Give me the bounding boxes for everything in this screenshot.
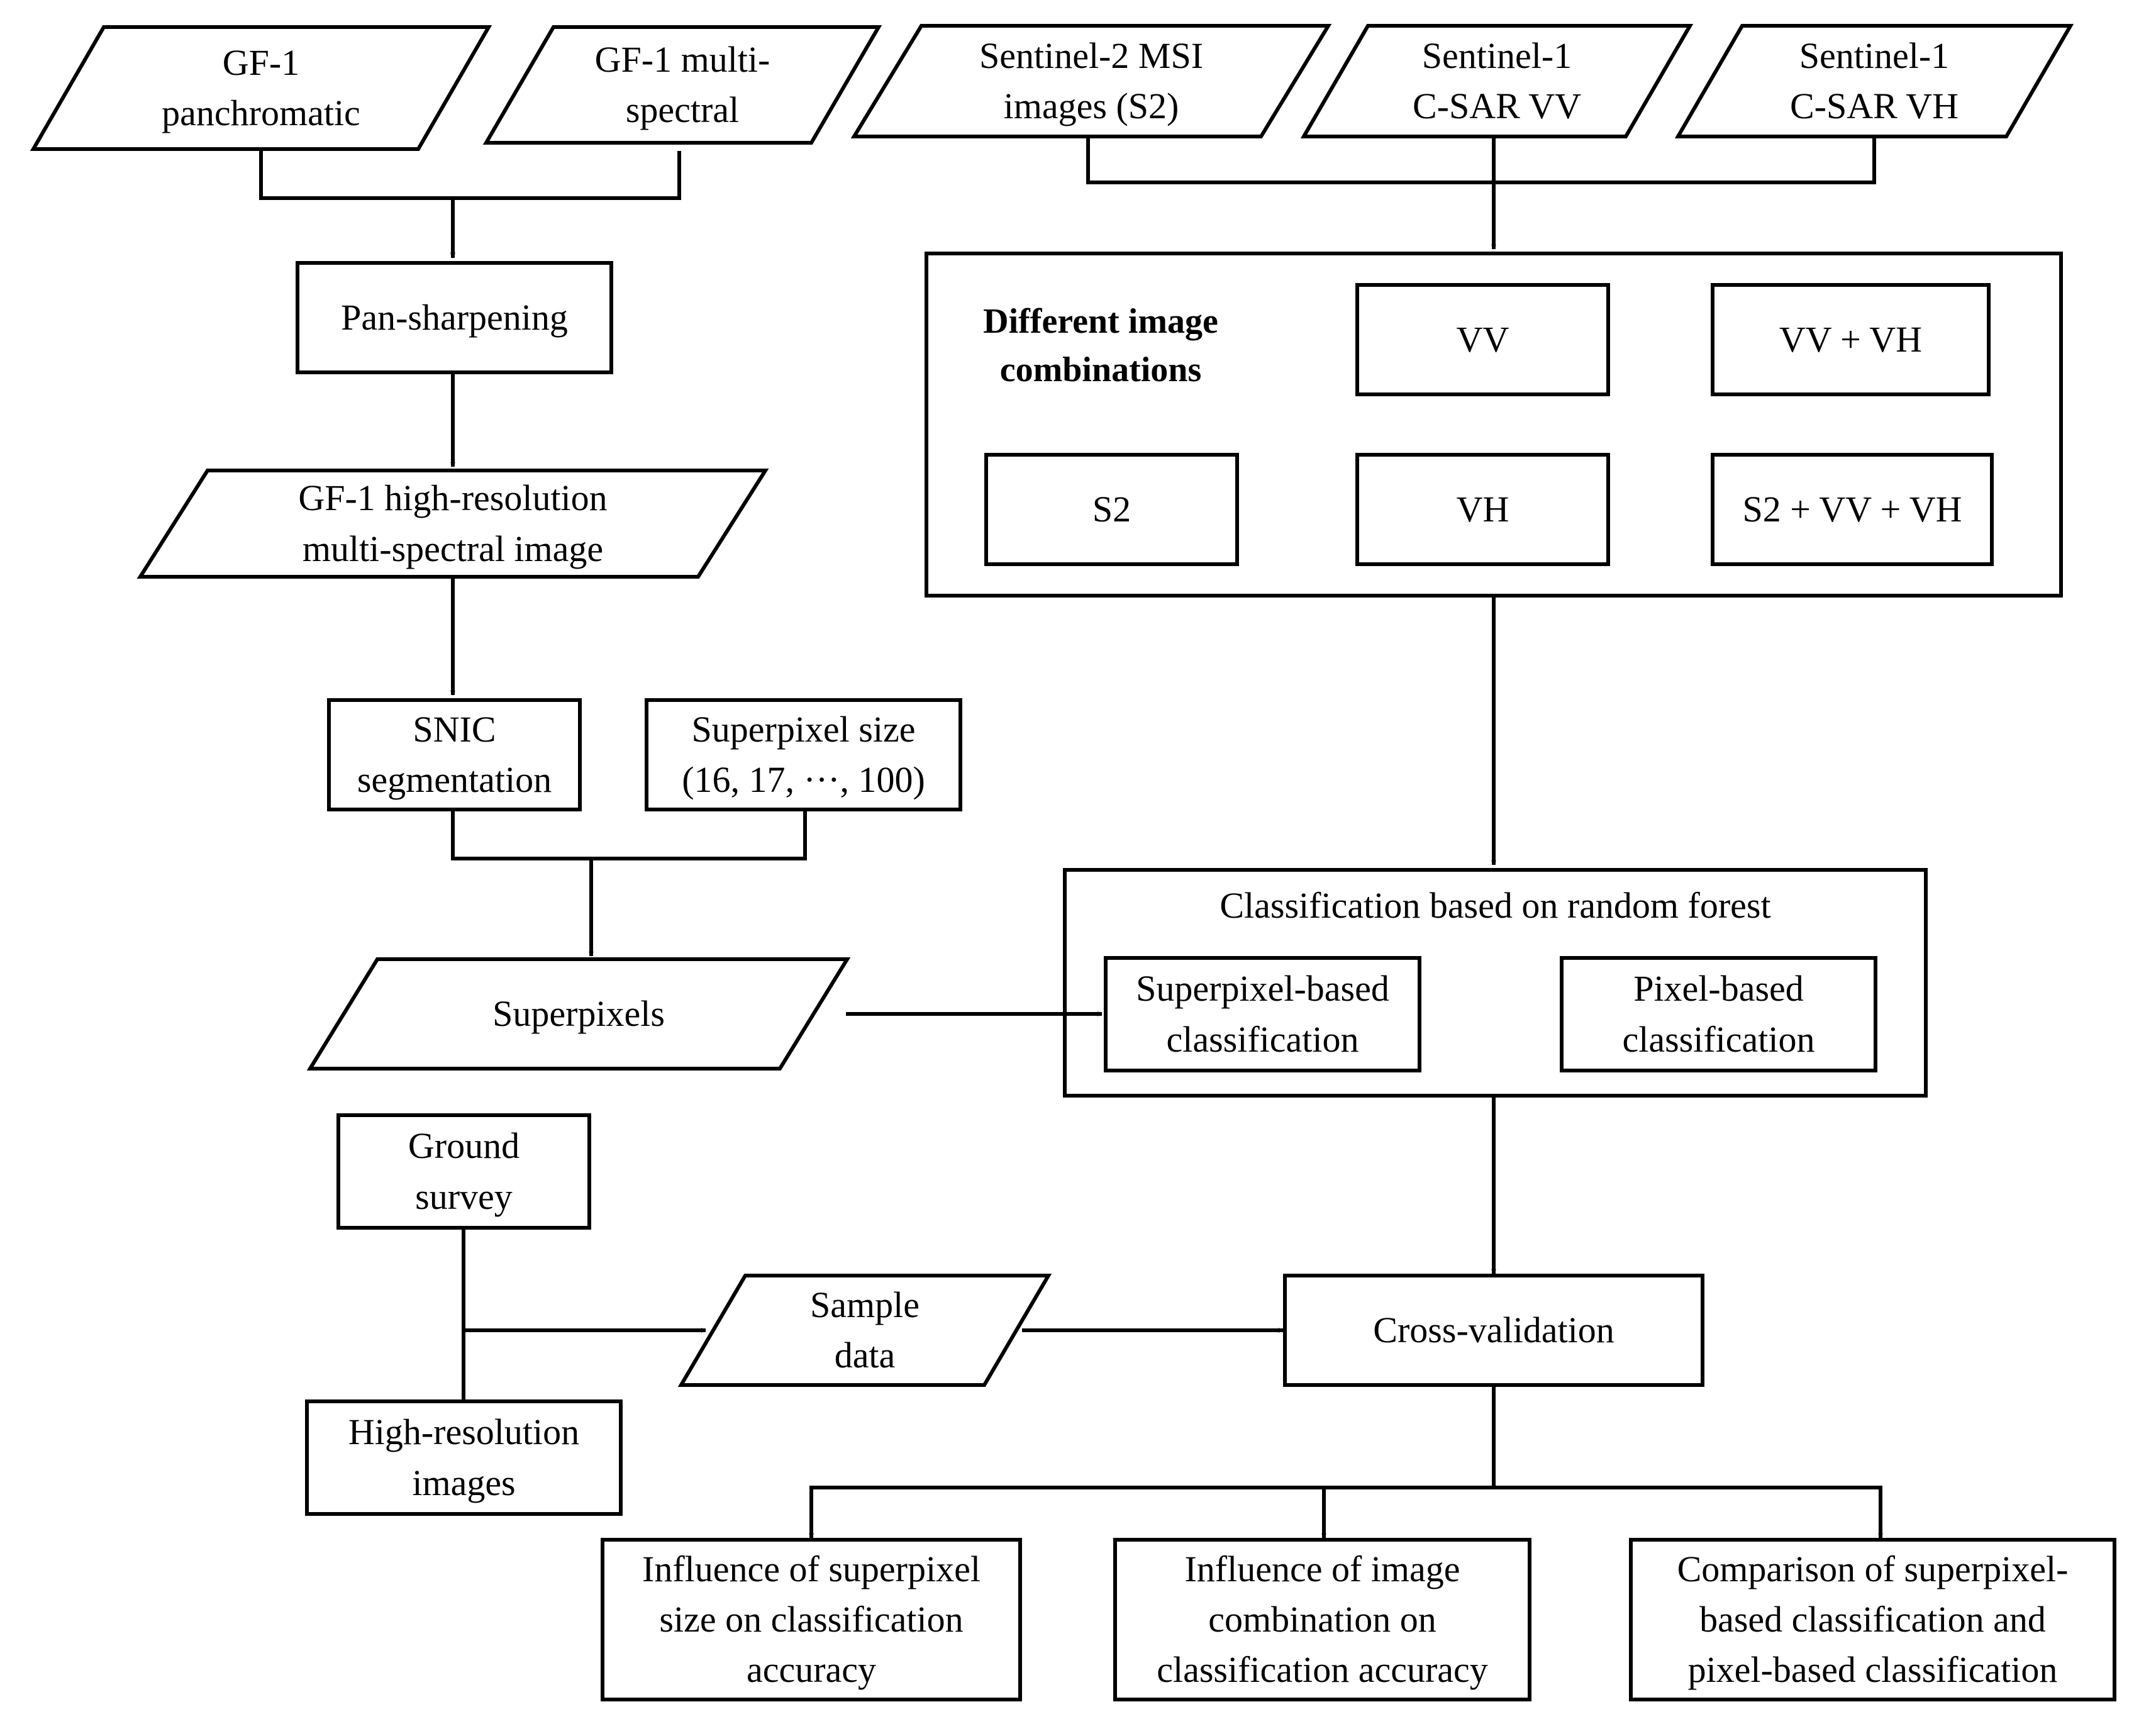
parallelogram-shape: [1300, 24, 1694, 138]
gf1-multispectral-input: GF-1 multi- spectral: [482, 25, 882, 145]
ground-survey-label: Ground survey: [408, 1125, 520, 1217]
classification-title: Classification based on random forest: [1220, 884, 1771, 926]
combo-s2-label: S2: [1092, 488, 1131, 530]
output-superpixel-size-influence-label: Influence of superpixel size on classifi…: [642, 1548, 981, 1691]
superpixels-label: Superpixels: [492, 993, 665, 1034]
ground-survey-box: Ground survey: [336, 1113, 591, 1230]
sample-data-label: Sample data: [810, 1284, 920, 1376]
combo-vv-label: VV: [1456, 318, 1509, 360]
output-superpixel-size-influence: Influence of superpixel size on classifi…: [601, 1538, 1022, 1701]
cross-validation-box: Cross-validation: [1283, 1274, 1704, 1387]
sentinel1-vh-input: Sentinel-1 C-SAR VH: [1674, 24, 2074, 138]
image-combinations-group: [925, 252, 2063, 598]
sample-data: Sample data: [677, 1274, 1052, 1387]
combo-vv-vh: VV + VH: [1711, 283, 1991, 396]
parallelogram-shape: [1674, 24, 2074, 138]
pan-sharpening-box: Pan-sharpening: [296, 261, 613, 374]
output-combination-influence: Influence of image combination on classi…: [1113, 1538, 1531, 1701]
combo-vv-vh-label: VV + VH: [1779, 318, 1923, 360]
sentinel2-label: Sentinel-2 MSI images (S2): [979, 35, 1204, 126]
combo-vv: VV: [1355, 283, 1610, 396]
output-comparison: Comparison of superpixel- based classifi…: [1629, 1538, 2116, 1701]
parallelogram-shape: [30, 25, 492, 151]
gf1-hr-image: GF-1 high-resolution multi-spectral imag…: [136, 469, 769, 579]
connector-gf1-merge: [259, 151, 681, 200]
parallelogram-shape: [306, 957, 851, 1071]
superpixel-size-label: Superpixel size (16, 17, ···, 100): [682, 708, 925, 800]
output-combination-influence-label: Influence of image combination on classi…: [1157, 1548, 1488, 1691]
parallelogram-shape: [482, 25, 882, 145]
image-combinations-title: Different image combinations: [983, 301, 1218, 389]
superpixel-based-label: Superpixel-based classification: [1136, 968, 1389, 1060]
sentinel1-vh-label: Sentinel-1 C-SAR VH: [1789, 35, 1959, 126]
gf1-hr-image-label: GF-1 high-resolution multi-spectral imag…: [298, 477, 608, 569]
gf1-multispectral-label: GF-1 multi- spectral: [594, 38, 770, 130]
hr-images-label: High-resolution images: [348, 1411, 580, 1503]
snic-segmentation-box: SNIC segmentation: [327, 698, 582, 811]
combo-s2-vv-vh-label: S2 + VV + VH: [1742, 488, 1962, 530]
parallelogram-shape: [677, 1274, 1052, 1387]
sentinel1-vv-input: Sentinel-1 C-SAR VV: [1300, 24, 1694, 138]
connector-snic-merge: [451, 811, 807, 860]
hr-images-box: High-resolution images: [305, 1399, 623, 1516]
superpixel-size-box: Superpixel size (16, 17, ···, 100): [645, 698, 962, 811]
connector-sentinel-merge: [1086, 138, 1876, 184]
combo-vh-label: VH: [1456, 488, 1509, 530]
sentinel2-input: Sentinel-2 MSI images (S2): [850, 24, 1332, 138]
cross-validation-label: Cross-validation: [1373, 1309, 1614, 1350]
connector-outputs-split: [809, 1486, 1882, 1519]
pan-sharpening-label: Pan-sharpening: [341, 296, 568, 338]
pixel-based-box: Pixel-based classification: [1560, 956, 1877, 1072]
parallelogram-shape: [136, 469, 769, 579]
snic-segmentation-label: SNIC segmentation: [357, 708, 552, 800]
parallelogram-shape: [850, 24, 1332, 138]
pixel-based-label: Pixel-based classification: [1622, 968, 1815, 1060]
combo-s2: S2: [984, 453, 1239, 566]
sentinel1-vv-label: Sentinel-1 C-SAR VV: [1412, 35, 1582, 126]
output-comparison-label: Comparison of superpixel- based classifi…: [1677, 1548, 2069, 1691]
gf1-panchromatic-input: GF-1 panchromatic: [30, 25, 492, 151]
classification-group: [1063, 868, 1928, 1098]
gf1-panchromatic-label: GF-1 panchromatic: [162, 42, 360, 133]
superpixel-based-box: Superpixel-based classification: [1104, 956, 1421, 1072]
combo-s2-vv-vh: S2 + VV + VH: [1711, 453, 1994, 566]
combo-vh: VH: [1355, 453, 1610, 566]
superpixels-data: Superpixels: [306, 957, 851, 1071]
